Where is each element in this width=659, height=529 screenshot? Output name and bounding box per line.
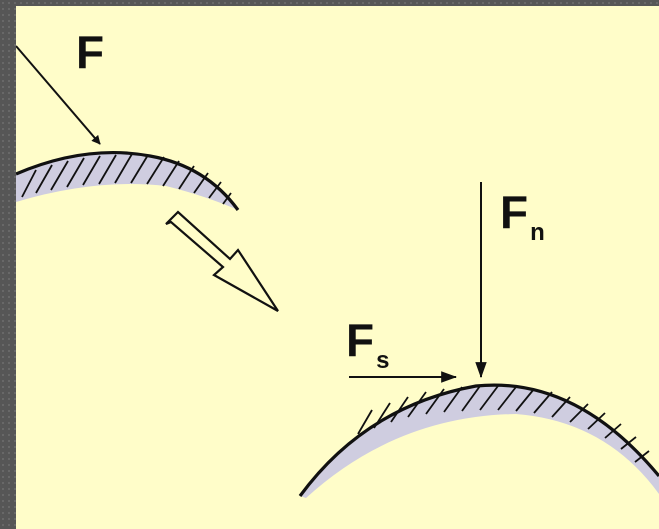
force-label: F — [76, 26, 104, 78]
upper-surface-outline — [16, 151, 240, 211]
shear-force-label: Fs — [346, 314, 389, 374]
lower-surface — [298, 383, 659, 498]
normal-force-subscript: n — [530, 219, 545, 246]
shear-force-subscript: s — [376, 347, 389, 374]
force-arrow — [16, 45, 101, 145]
normal-force-label: Fn — [500, 186, 545, 246]
upper-surface — [16, 151, 240, 211]
diagram-canvas: F — [16, 6, 659, 529]
lower-surface-outline — [298, 383, 659, 497]
shear-force-main: F — [346, 314, 374, 366]
hollow-arrow-icon — [165, 210, 279, 312]
force-decomposition-diagram: F — [16, 26, 659, 498]
normal-force-main: F — [500, 186, 528, 238]
